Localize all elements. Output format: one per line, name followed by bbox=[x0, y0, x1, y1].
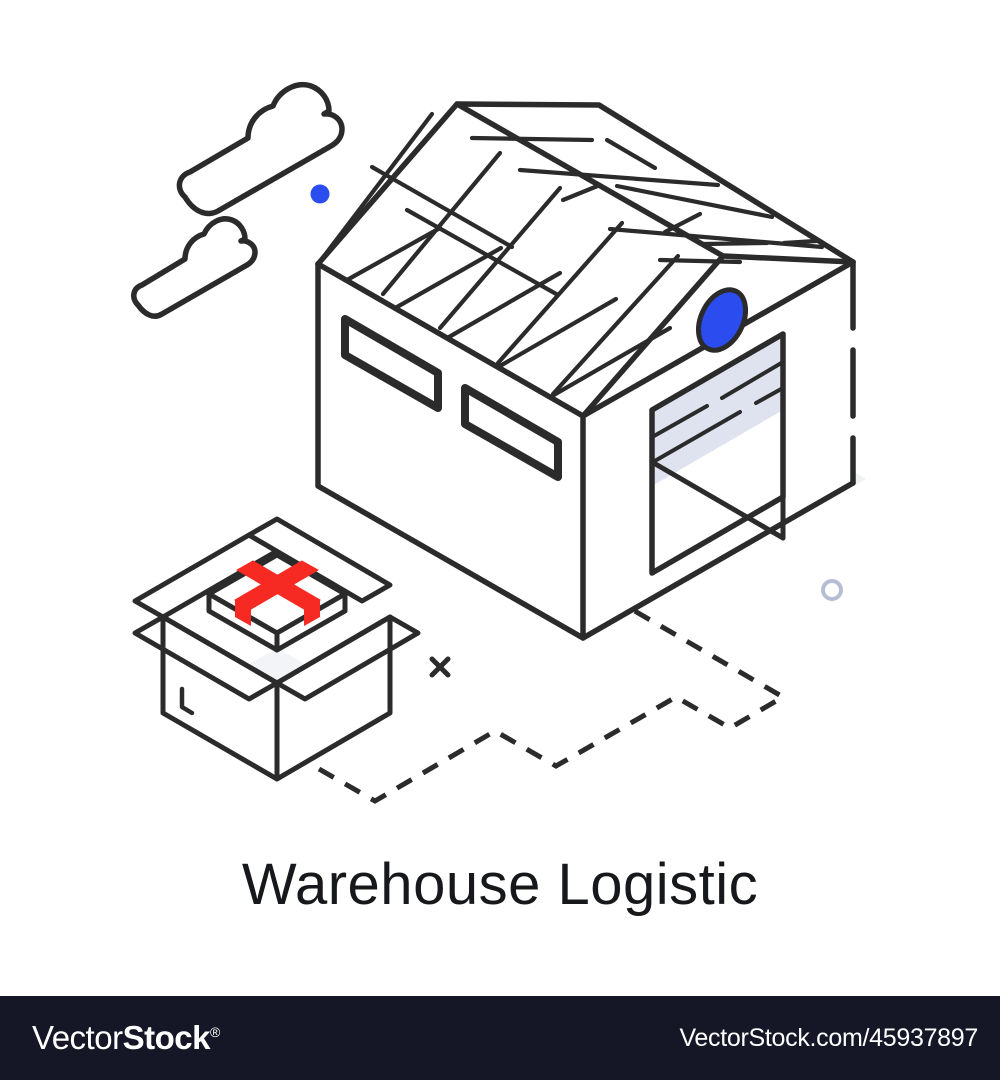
carton-flaps-outline bbox=[132, 516, 421, 702]
open-carton-box bbox=[132, 516, 421, 782]
carton-tab-detail bbox=[179, 686, 195, 716]
warehouse-roof-left-slope bbox=[318, 104, 723, 416]
warehouse-logistic-illustration bbox=[131, 82, 866, 804]
gift-ribbon-left-face bbox=[235, 600, 251, 626]
cloud-large-icon bbox=[176, 82, 345, 217]
dashed-route-path bbox=[317, 578, 788, 804]
warehouse-ellipse-vent-icon bbox=[695, 287, 749, 353]
warehouse-roof-right-slope bbox=[457, 104, 853, 262]
carton-body-outline bbox=[160, 614, 393, 782]
clouds-group bbox=[131, 82, 345, 319]
gift-ribbon-right-face bbox=[304, 600, 320, 626]
warehouse-roller-door bbox=[649, 331, 786, 576]
door-frame bbox=[649, 331, 786, 576]
ring-marker-icon bbox=[821, 579, 843, 601]
warehouse-window-left bbox=[341, 315, 442, 412]
door-shutter-panel bbox=[652, 334, 783, 462]
brand-light-text: Vector bbox=[32, 1019, 123, 1056]
warehouse-building bbox=[315, 101, 856, 641]
footer-url: VectorStock.com/45937897 bbox=[679, 1023, 978, 1052]
door-shutter-slats bbox=[651, 360, 785, 464]
warehouse-window-right bbox=[461, 384, 562, 481]
page-title: Warehouse Logistic bbox=[241, 852, 759, 917]
gift-box-with-ribbon bbox=[206, 552, 348, 653]
warehouse-windows bbox=[341, 315, 562, 481]
door-shutter-inner bbox=[652, 386, 783, 486]
warehouse-wall-outline bbox=[315, 261, 856, 641]
blue-dot-icon bbox=[310, 184, 330, 204]
cloud-small-icon bbox=[131, 216, 258, 319]
brand-bold-text: Stock bbox=[122, 1019, 211, 1056]
registered-trademark-icon: ® bbox=[209, 1024, 220, 1040]
cross-marker-icon bbox=[429, 656, 451, 678]
